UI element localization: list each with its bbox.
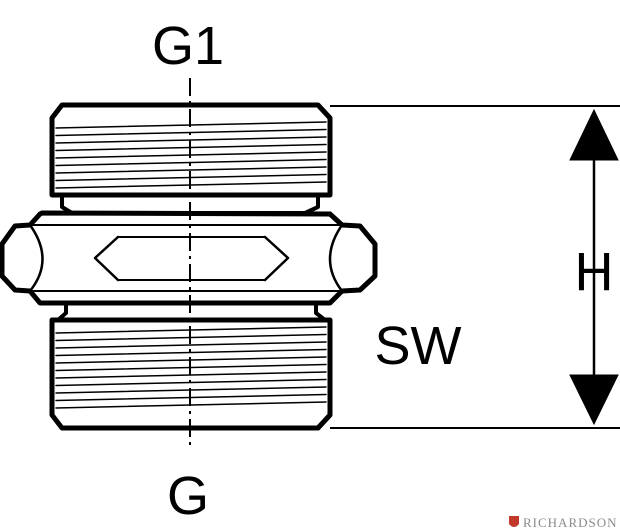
hex-left-face-inner xyxy=(93,235,120,282)
upper-thread-outline xyxy=(49,102,333,198)
label-h: H xyxy=(575,242,614,302)
arrow-up-icon xyxy=(569,108,619,161)
thread-line xyxy=(55,341,327,349)
watermark: RICHARDSON xyxy=(509,515,618,530)
thread-line xyxy=(55,158,327,167)
hex-right-face xyxy=(328,223,344,293)
lower-thread-outline xyxy=(49,317,333,431)
watermark-text: RICHARDSON xyxy=(523,515,618,530)
hex-nut xyxy=(0,193,378,322)
thread-line xyxy=(55,166,327,174)
thread-line xyxy=(55,348,327,357)
richardson-logo-icon xyxy=(509,516,519,527)
label-g1: G1 xyxy=(152,16,224,76)
label-sw: SW xyxy=(375,316,462,376)
lower-neck xyxy=(56,301,327,322)
arrow-down-icon xyxy=(569,374,619,426)
hex-right-face-inner xyxy=(263,235,290,282)
height-dimension xyxy=(330,105,620,429)
hex-outline xyxy=(0,210,378,306)
label-g: G xyxy=(167,466,209,526)
hex-left-face xyxy=(28,223,44,293)
